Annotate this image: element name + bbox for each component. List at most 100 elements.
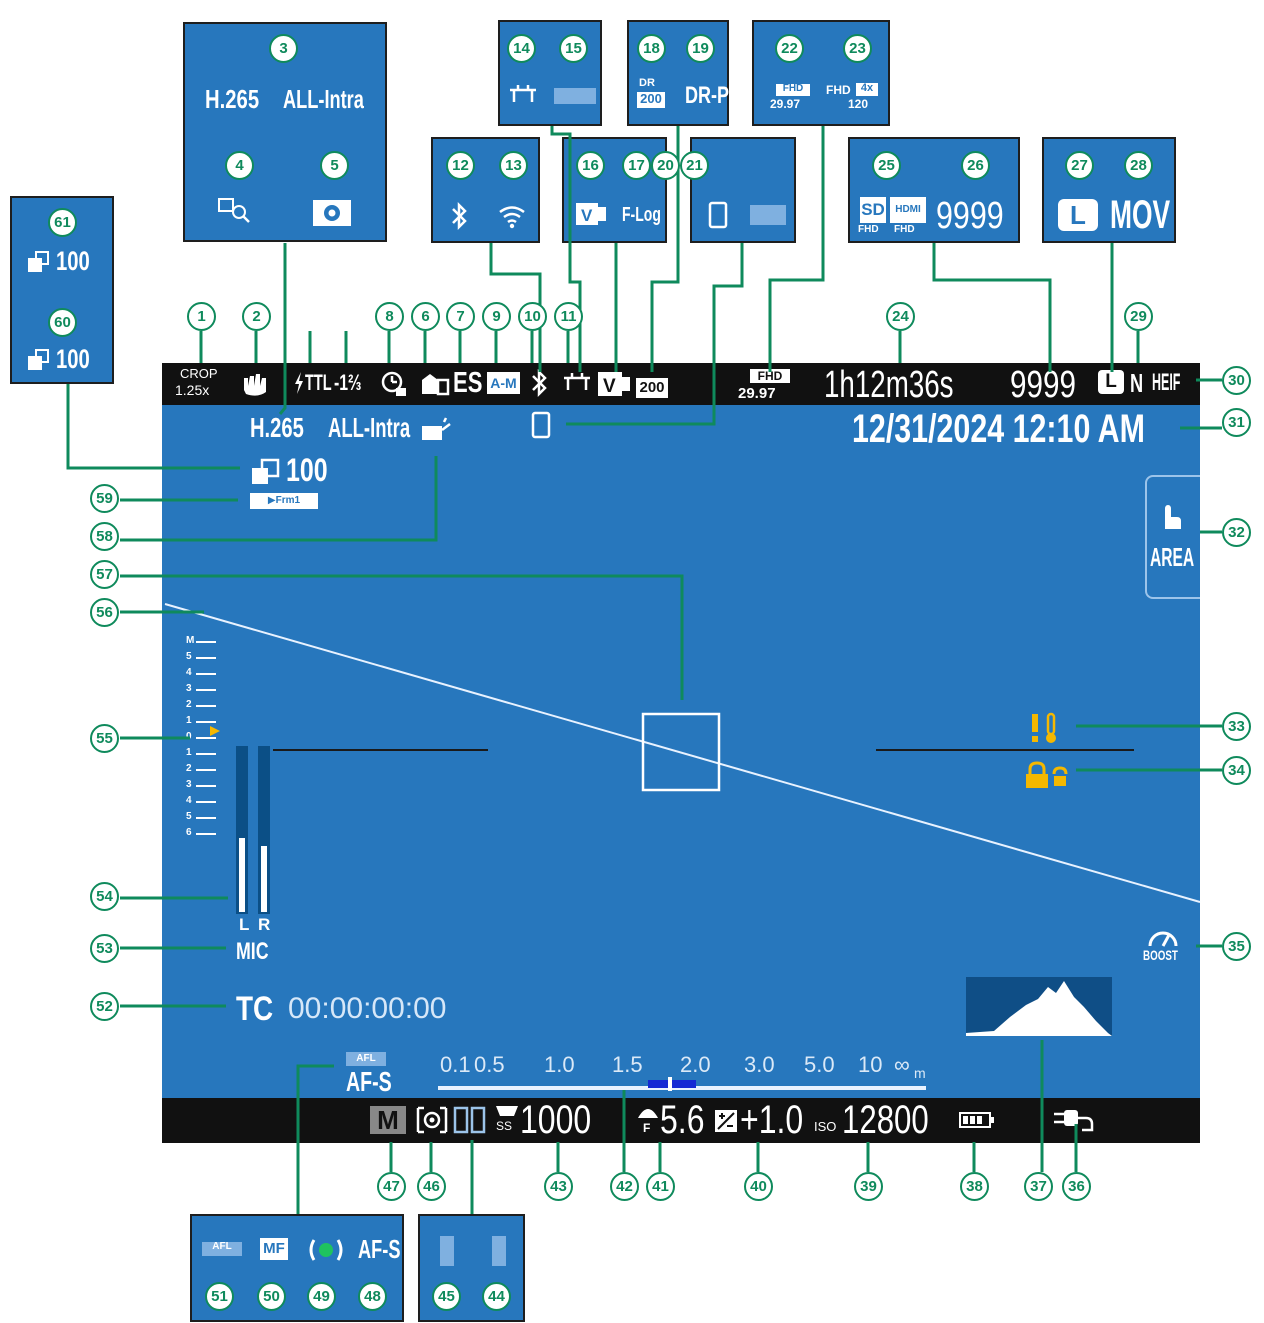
inset-dr-value: 200 [637, 92, 665, 108]
shutter-icon [496, 1106, 518, 1116]
callout-32: 32 [1222, 518, 1251, 547]
exposure-comp: +1.0 [740, 1098, 804, 1142]
frame-rate: 29.97 [738, 385, 776, 402]
exposure-scale-tick [196, 801, 216, 803]
callout-6: 6 [411, 302, 440, 331]
callout-42: 42 [610, 1172, 639, 1201]
aperture-value: 5.6 [660, 1098, 705, 1142]
callout-40: 40 [744, 1172, 773, 1201]
callout-56: 56 [90, 598, 119, 627]
touch-hand-icon [1165, 505, 1181, 529]
callout-29: 29 [1124, 302, 1153, 331]
focus-area-button[interactable] [1145, 475, 1200, 599]
callout-28: 28 [1124, 151, 1153, 180]
inset-sd-sub: FHD [858, 224, 879, 235]
exposure-scale-tick [196, 785, 216, 787]
callout-5: 5 [320, 151, 349, 180]
distance-bar [438, 1086, 926, 1090]
callout-26: 26 [961, 151, 990, 180]
exposure-scale-tick [196, 817, 216, 819]
callout-58: 58 [90, 522, 119, 551]
callout-1: 1 [187, 302, 216, 331]
inset-count-a: 100 [56, 246, 90, 276]
callout-20: 20 [651, 151, 680, 180]
callout-33: 33 [1222, 712, 1251, 741]
exposure-scale-label: 1 [186, 715, 192, 726]
callout-7: 7 [446, 302, 475, 331]
inset-fhd-chip: FHD [776, 84, 810, 96]
battery-icon [959, 1112, 994, 1128]
callout-27: 27 [1065, 151, 1094, 180]
frames-remaining: 9999 [1010, 364, 1076, 406]
exposure-mode: M [370, 1106, 406, 1134]
shutter-type: ES [453, 367, 483, 399]
focus-area-label[interactable]: AREA [1150, 542, 1195, 572]
sensor-light-icon [510, 85, 536, 102]
bluetooth-status-icon [532, 368, 547, 398]
drive-mode-icon [422, 374, 450, 396]
callout-23: 23 [843, 34, 872, 63]
boost-gauge-icon [1148, 931, 1178, 947]
callout-13: 13 [499, 151, 528, 180]
detection-chip [554, 88, 596, 104]
inset-device-box [690, 137, 796, 243]
image-size-badge: L [1098, 370, 1124, 394]
movie-format: FHD [750, 369, 790, 383]
callout-15: 15 [559, 34, 588, 63]
callout-39: 39 [854, 1172, 883, 1201]
compression: ALL-Intra [328, 412, 411, 443]
power-supply-icon [1054, 1110, 1094, 1132]
inset-fhd-fps: 29.97 [770, 97, 801, 111]
inset-hdmi: HDMI [890, 197, 926, 223]
callout-8: 8 [375, 302, 404, 331]
exposure-scale-tick [196, 673, 216, 675]
timecode-label: TC [236, 990, 274, 1028]
inset-hdmi-sub: FHD [894, 224, 915, 235]
focus-mode-switch: A-M [487, 372, 520, 394]
svg-text:V: V [603, 376, 616, 397]
exposure-scale-label: 2 [186, 699, 192, 710]
callout-2: 2 [242, 302, 271, 331]
inset-mult-chip: 4x [856, 83, 878, 96]
frames-icon-b [28, 349, 49, 370]
flash-comp: -1⅔ [334, 370, 362, 395]
exposure-scale-label: 5 [186, 811, 192, 822]
boost-label: BOOST [1143, 947, 1178, 963]
exposure-scale-label: 5 [186, 651, 192, 662]
codec: H.265 [250, 412, 304, 443]
preview-label: ▶Frm1 [250, 493, 318, 509]
exposure-scale-tick [196, 737, 216, 739]
callout-61: 61 [48, 208, 77, 237]
callout-10: 10 [518, 302, 547, 331]
exposure-scale-label: 4 [186, 795, 192, 806]
callout-14: 14 [507, 34, 536, 63]
callout-46: 46 [417, 1172, 446, 1201]
distance-scale-label: 1.0 [544, 1052, 575, 1077]
callout-21: 21 [680, 151, 709, 180]
metering-icon [416, 1106, 448, 1134]
distance-scale-label: 0.5 [474, 1052, 505, 1077]
iso-label: ISO [814, 1119, 837, 1134]
histogram-curve [966, 981, 1112, 1036]
afl-chip: AFL [346, 1052, 386, 1066]
bottom-info-bar [162, 1098, 1200, 1143]
inset-format: MOV [1110, 193, 1171, 237]
audio-channel-right: R [258, 915, 271, 934]
film-simulation-icon: V [576, 203, 606, 225]
bluetooth-icon [452, 201, 467, 231]
light-status-icon [564, 373, 590, 390]
aperture-status-icon [638, 1109, 658, 1118]
callout-24: 24 [886, 302, 915, 331]
cooling-fan-icon [422, 417, 451, 440]
focus-frame [641, 712, 721, 792]
wifi-icon [499, 206, 525, 229]
callout-36: 36 [1062, 1172, 1091, 1201]
focus-mode: AF-S [346, 1066, 392, 1097]
callout-31: 31 [1222, 408, 1251, 437]
callout-16: 16 [576, 151, 605, 180]
inset-count-b: 100 [56, 344, 90, 374]
stabilizer-icon [244, 374, 266, 396]
inset-drp: DR-P [685, 82, 730, 109]
distance-scale-label: 2.0 [680, 1052, 711, 1077]
callout-53: 53 [90, 934, 119, 963]
